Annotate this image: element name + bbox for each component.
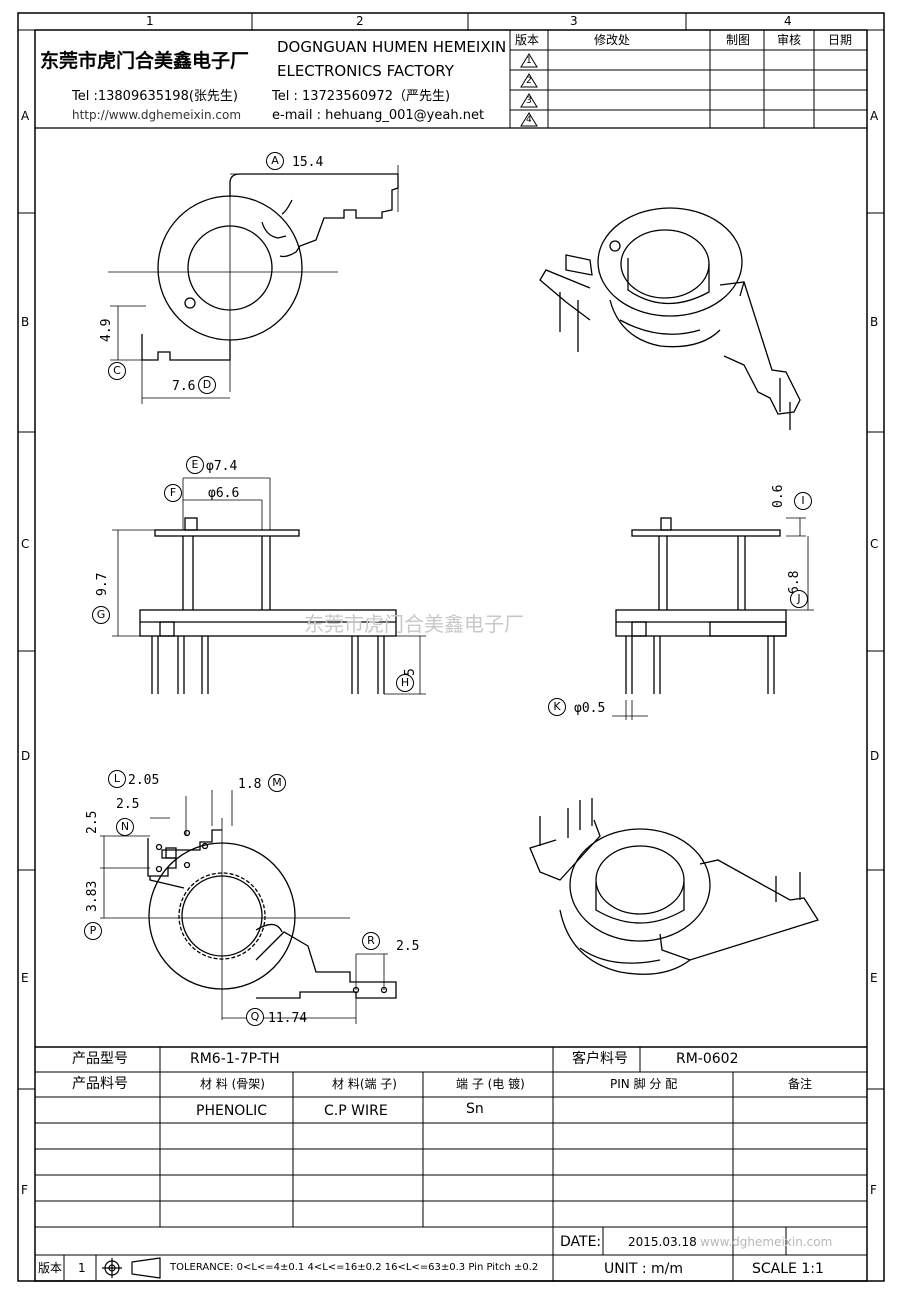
column-label-2: 2 bbox=[356, 14, 364, 28]
company-tel-1: Tel :13809635198(张先生) bbox=[72, 89, 238, 104]
product-model-label: 产品型号 bbox=[72, 1051, 128, 1067]
dim-p: 3.83 bbox=[85, 880, 100, 912]
dim-l: 2.05 bbox=[128, 773, 160, 788]
rev-header-change: 修改处 bbox=[594, 33, 631, 47]
row-label-a-right: A bbox=[870, 109, 879, 123]
row-label-e-right: E bbox=[870, 971, 878, 985]
dim-f: φ6.6 bbox=[208, 486, 240, 501]
col-header-bobbin-material: 材 料 (骨架) bbox=[200, 1077, 265, 1091]
rev-row-3: 3 bbox=[526, 96, 532, 106]
company-name-en-1: DOGNGUAN HUMEN HEMEIXIN bbox=[277, 38, 507, 56]
plan-view-centerlines bbox=[108, 196, 338, 392]
dim-r: 2.5 bbox=[396, 939, 420, 954]
column-label-4: 4 bbox=[784, 14, 792, 28]
col-header-terminal-material: 材 料(端 子) bbox=[332, 1077, 397, 1091]
col-header-remarks: 备注 bbox=[788, 1077, 813, 1091]
scale-text: SCALE 1:1 bbox=[752, 1261, 824, 1277]
callout-m: M bbox=[268, 774, 286, 792]
company-name-cn: 东莞市虎门合美鑫电子厂 bbox=[40, 50, 250, 72]
callout-r: R bbox=[362, 932, 380, 950]
row-label-b-left: B bbox=[21, 315, 30, 329]
row-label-d-left: D bbox=[21, 749, 31, 763]
info-table-grid bbox=[35, 1046, 867, 1281]
dim-g: 9.7 bbox=[95, 572, 110, 596]
dim-n-h: 2.5 bbox=[116, 797, 140, 812]
row-label-f-left: F bbox=[21, 1183, 28, 1197]
callout-g: G bbox=[92, 606, 110, 624]
value-bobbin-material: PHENOLIC bbox=[196, 1103, 268, 1119]
company-tel-2: Tel : 13723560972（严先生) bbox=[272, 89, 451, 104]
date-value: 2015.03.18 bbox=[628, 1235, 697, 1249]
column-label-1: 1 bbox=[146, 14, 154, 28]
row-label-a-left: A bbox=[21, 109, 30, 123]
col-header-pin-assignment: PIN 脚 分 配 bbox=[610, 1077, 678, 1091]
callout-l: L bbox=[108, 770, 126, 788]
callout-f: F bbox=[164, 484, 182, 502]
rev-row-2: 2 bbox=[526, 76, 532, 86]
callout-e: E bbox=[186, 456, 204, 474]
revision-triangles bbox=[520, 53, 538, 127]
callout-a: A bbox=[266, 152, 284, 170]
col-header-part-no: 产品料号 bbox=[72, 1076, 128, 1092]
row-label-c-right: C bbox=[870, 537, 879, 551]
dim-e: φ7.4 bbox=[206, 459, 238, 474]
rev-header-date: 日期 bbox=[828, 33, 853, 47]
dim-n-v: 2.5 bbox=[85, 810, 100, 834]
row-label-e-left: E bbox=[21, 971, 29, 985]
dim-i: 0.6 bbox=[771, 484, 786, 508]
product-model: RM6-1-7P-TH bbox=[190, 1051, 280, 1067]
rev-header-version: 版本 bbox=[515, 33, 540, 47]
callout-c: C bbox=[108, 362, 126, 380]
dim-k: φ0.5 bbox=[574, 701, 606, 716]
watermark: 东莞市虎门合美鑫电子厂 bbox=[304, 612, 524, 636]
dim-m: 1.8 bbox=[238, 777, 262, 792]
company-name-en-2: ELECTRONICS FACTORY bbox=[277, 62, 454, 80]
callout-q: Q bbox=[246, 1008, 264, 1026]
dim-q: 11.74 bbox=[268, 1011, 308, 1026]
row-label-c-left: C bbox=[21, 537, 30, 551]
rev-header-drawn: 制图 bbox=[726, 33, 751, 47]
date-label: DATE: bbox=[560, 1234, 602, 1250]
unit-text: UNIT : m/m bbox=[604, 1261, 684, 1277]
row-label-d-right: D bbox=[870, 749, 880, 763]
iso-view-bottom bbox=[529, 798, 820, 975]
callout-j: J bbox=[790, 590, 808, 608]
callout-i: I bbox=[794, 492, 812, 510]
callout-h: H bbox=[396, 674, 414, 692]
version-label: 版本 bbox=[38, 1261, 63, 1275]
outer-frame bbox=[17, 12, 885, 1282]
customer-part: RM-0602 bbox=[676, 1051, 739, 1067]
col-header-plating: 端 子 (电 镀) bbox=[456, 1077, 525, 1091]
row-label-f-right: F bbox=[870, 1183, 877, 1197]
dim-c: 4.9 bbox=[99, 318, 114, 342]
projection-symbol bbox=[102, 1257, 161, 1279]
value-terminal-material: C.P WIRE bbox=[324, 1103, 388, 1119]
dim-d: 7.6 bbox=[172, 379, 196, 394]
callout-d: D bbox=[198, 376, 216, 394]
callout-k: K bbox=[548, 698, 566, 716]
plan-view-bottom bbox=[147, 829, 397, 999]
rev-row-1: 1 bbox=[526, 56, 532, 66]
tolerance-text: TOLERANCE: 0<L<=4±0.1 4<L<=16±0.2 16<L<=… bbox=[170, 1262, 539, 1273]
plan-view-top bbox=[141, 173, 399, 361]
watermark-url: www.dghemeixin.com bbox=[700, 1235, 833, 1249]
version-value: 1 bbox=[78, 1261, 86, 1275]
callout-p: P bbox=[84, 922, 102, 940]
dim-a: 15.4 bbox=[292, 155, 324, 170]
row-label-b-right: B bbox=[870, 315, 879, 329]
value-plating: Sn bbox=[466, 1101, 484, 1117]
rev-row-4: 4 bbox=[526, 115, 532, 125]
column-label-3: 3 bbox=[570, 14, 578, 28]
company-email[interactable]: e-mail : hehuang_001@yeah.net bbox=[272, 108, 485, 123]
callout-n: N bbox=[116, 818, 134, 836]
company-website[interactable]: http://www.dghemeixin.com bbox=[72, 108, 242, 122]
side-view-left bbox=[139, 517, 397, 694]
customer-part-label: 客户料号 bbox=[572, 1051, 628, 1067]
rev-header-check: 审核 bbox=[777, 33, 802, 47]
iso-view-top bbox=[539, 207, 801, 430]
side-view-right bbox=[615, 517, 787, 694]
